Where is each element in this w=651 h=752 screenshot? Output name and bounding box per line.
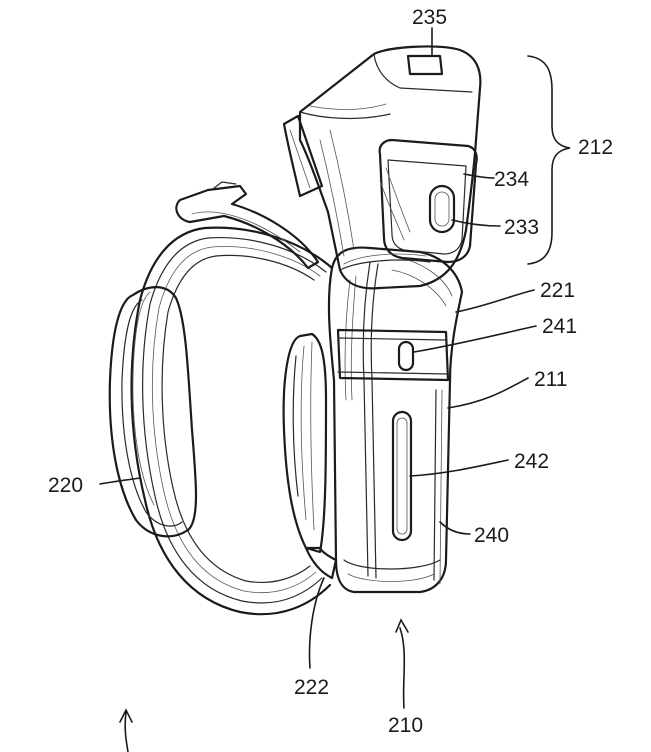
leader-221 <box>455 289 535 313</box>
leader-bottom-arrow <box>124 711 129 752</box>
reference-numerals: 235 212 234 233 221 241 211 242 240 220 … <box>48 6 613 737</box>
head-section <box>282 45 482 290</box>
label-221: 221 <box>540 279 575 302</box>
leader-241 <box>413 325 537 353</box>
label-240: 240 <box>474 524 509 547</box>
label-212: 212 <box>578 136 613 159</box>
label-242: 242 <box>514 450 549 473</box>
label-211: 211 <box>534 368 567 391</box>
leader-242 <box>409 459 509 477</box>
leader-233 <box>451 219 501 227</box>
label-241: 241 <box>542 315 577 338</box>
leader-210 <box>399 627 406 709</box>
leader-234 <box>463 173 495 179</box>
brace-212 <box>527 55 571 265</box>
label-234: 234 <box>494 168 529 191</box>
label-210: 210 <box>388 714 423 737</box>
leader-240 <box>439 521 471 535</box>
leader-lines <box>99 27 537 752</box>
label-222: 222 <box>294 676 329 699</box>
label-233: 233 <box>504 216 539 239</box>
leader-211 <box>447 377 529 409</box>
leader-220 <box>99 477 141 485</box>
label-235: 235 <box>412 6 447 29</box>
leader-222 <box>308 577 325 669</box>
grip-body <box>327 246 464 594</box>
label-220: 220 <box>48 474 83 497</box>
hand-strap <box>108 181 338 616</box>
